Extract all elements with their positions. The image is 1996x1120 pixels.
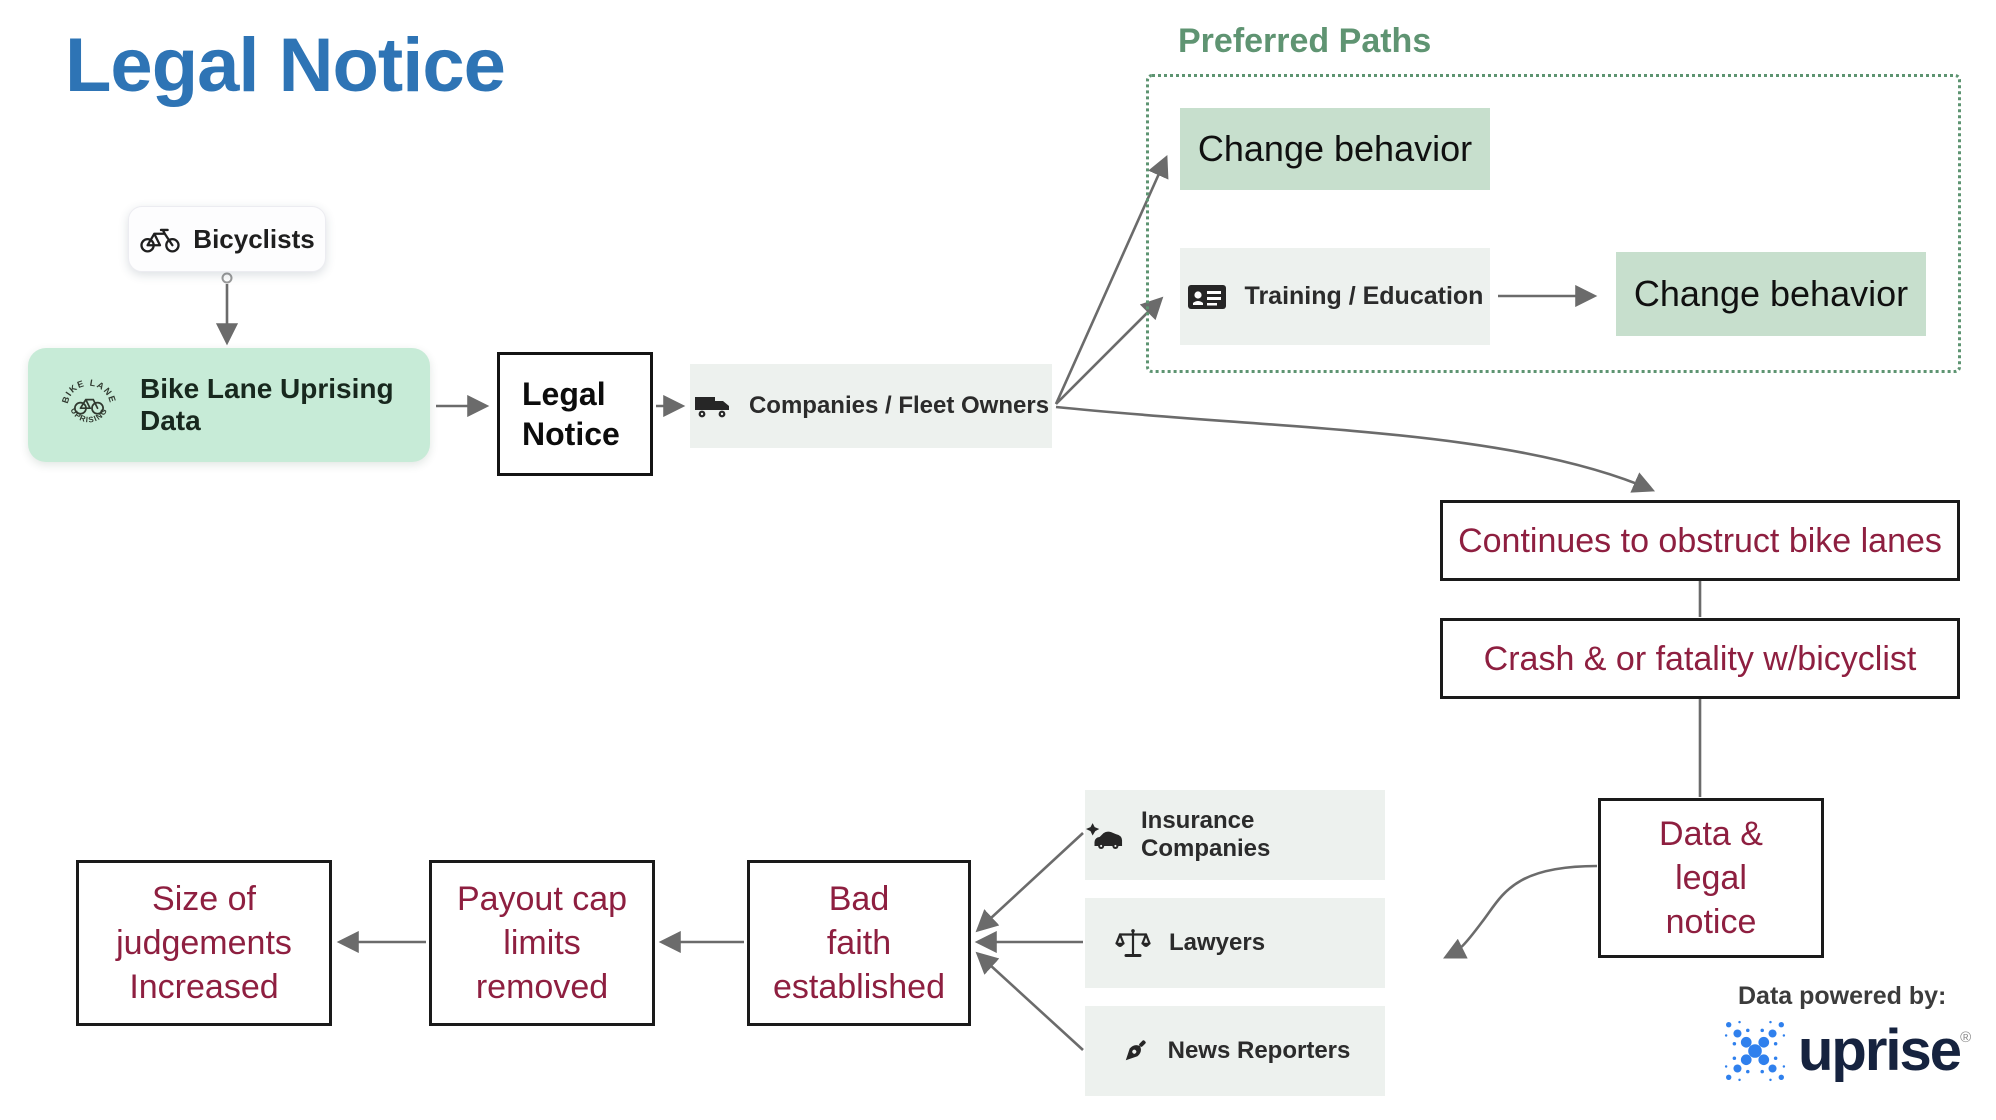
insurance-label: Insurance Companies	[1141, 807, 1271, 862]
node-companies: Companies / Fleet Owners	[690, 364, 1052, 448]
node-change-behavior-2: Change behavior	[1616, 252, 1926, 336]
node-bicyclists: Bicyclists	[128, 206, 326, 272]
car-crash-icon	[1085, 821, 1123, 850]
arrow-news-to-badfaith	[975, 951, 1084, 1051]
node-legal-notice: Legal Notice	[497, 352, 653, 476]
news-reporters-label: News Reporters	[1167, 1037, 1351, 1064]
node-blu-data: BIKE LANE UPRISING Bike Lane Uprising Da…	[28, 348, 430, 462]
scales-icon	[1115, 927, 1151, 960]
node-size-judgements: Size of judgements Increased	[76, 860, 332, 1026]
node-change-behavior-1: Change behavior	[1180, 108, 1490, 190]
legal-notice-label: Legal Notice	[522, 376, 620, 452]
node-lawyers: Lawyers	[1085, 898, 1385, 988]
node-crash-fatality: Crash & or fatality w/bicyclist	[1440, 618, 1960, 699]
node-data-legal-notice: Data & legal notice	[1598, 798, 1824, 958]
svg-text:BIKE LANE: BIKE LANE	[60, 378, 118, 405]
preferred-paths-title: Preferred Paths	[1178, 22, 1432, 60]
bicyclists-label: Bicyclists	[193, 223, 315, 254]
connector-start-dot	[221, 272, 233, 284]
payout-cap-label: Payout cap limits removed	[456, 880, 628, 1006]
page-title: Legal Notice	[65, 23, 506, 108]
node-payout-cap: Payout cap limits removed	[429, 860, 655, 1026]
node-news-reporters: News Reporters	[1085, 1006, 1385, 1096]
bike-lane-uprising-logo: BIKE LANE UPRISING	[58, 374, 120, 436]
uprise-x-icon	[1722, 1018, 1788, 1084]
blu-data-label: Bike Lane Uprising Data	[140, 373, 394, 436]
node-insurance: Insurance Companies	[1085, 790, 1385, 880]
training-label: Training / Education	[1244, 282, 1484, 310]
companies-label: Companies / Fleet Owners	[748, 392, 1050, 419]
node-continues-obstruct: Continues to obstruct bike lanes	[1440, 500, 1960, 581]
change-behavior-2-label: Change behavior	[1633, 273, 1909, 314]
arrow-insurance-to-badfaith	[975, 832, 1084, 933]
logo-arc-top-text: BIKE LANE	[60, 378, 117, 405]
id-card-icon	[1187, 282, 1227, 312]
arrow-companies-to-continues	[1055, 405, 1656, 493]
arrow-companies-to-training	[1055, 296, 1164, 405]
uprise-logo: uprise®	[1722, 1018, 1971, 1084]
change-behavior-1-label: Change behavior	[1197, 128, 1473, 169]
arrow-datalegal-to-lawyers	[1443, 864, 1598, 959]
truck-icon	[693, 392, 731, 420]
registered-mark: ®	[1960, 1029, 1972, 1046]
powered-by-label: Data powered by:	[1738, 982, 1947, 1010]
bicycle-icon	[139, 226, 181, 253]
node-bad-faith: Bad faith established	[747, 860, 971, 1026]
node-training: Training / Education	[1180, 248, 1490, 345]
uprise-wordmark: uprise®	[1798, 1018, 1972, 1083]
crash-fatality-label: Crash & or fatality w/bicyclist	[1483, 639, 1917, 678]
preferred-paths-frame	[1146, 74, 1961, 373]
lawyers-label: Lawyers	[1169, 929, 1266, 956]
bad-faith-label: Bad faith established	[772, 880, 945, 1006]
continues-obstruct-label: Continues to obstruct bike lanes	[1458, 521, 1942, 560]
size-judgements-label: Size of judgements Increased	[116, 880, 292, 1006]
pen-icon	[1120, 1036, 1150, 1066]
data-legal-notice-label: Data & legal notice	[1659, 815, 1763, 941]
